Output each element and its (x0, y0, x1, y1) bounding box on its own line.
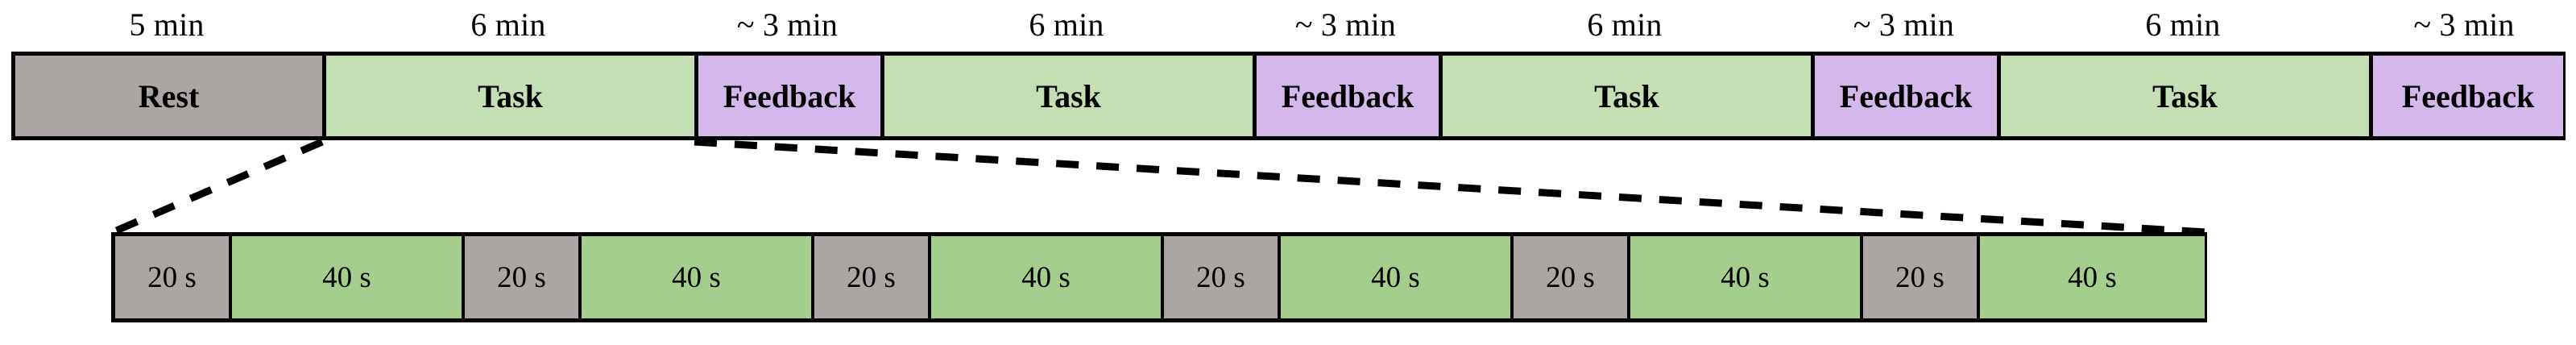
trial-block-rest: 20 s (115, 236, 232, 318)
trial-block-on: 40 s (1630, 236, 1863, 318)
phase-block-task: Task (326, 56, 698, 136)
trial-block-rest: 20 s (1514, 236, 1630, 318)
trial-block-rest: 20 s (814, 236, 931, 318)
phase-block-rest: Rest (15, 56, 326, 136)
trial-block-on: 40 s (1281, 236, 1514, 318)
duration-label: ~ 3 min (736, 6, 839, 43)
trial-block-rest: 20 s (465, 236, 582, 318)
duration-label: 5 min (129, 6, 205, 43)
trial-block-on: 40 s (232, 236, 465, 318)
duration-label-row: 5 min 6 min ~ 3 min 6 min ~ 3 min 6 min ~ 3 mi… (11, 2, 2566, 47)
phase-block-feedback: Feedback (1815, 56, 2001, 136)
connector-line-right (694, 138, 2206, 236)
trial-block-on: 40 s (931, 236, 1164, 318)
duration-label: 6 min (1587, 6, 1663, 43)
duration-label: ~ 3 min (2413, 6, 2515, 43)
duration-label: ~ 3 min (1294, 6, 1397, 43)
phase-block-task: Task (884, 56, 1257, 136)
phase-block-feedback: Feedback (698, 56, 884, 136)
phase-block-task: Task (2001, 56, 2373, 136)
trial-block-on: 40 s (1980, 236, 2205, 318)
duration-label: 6 min (1029, 6, 1104, 43)
phase-block-feedback: Feedback (1257, 56, 1443, 136)
trial-block-rest: 20 s (1164, 236, 1281, 318)
duration-label: ~ 3 min (1853, 6, 1955, 43)
phase-block-task: Task (1443, 56, 1815, 136)
trial-block-on: 40 s (582, 236, 814, 318)
duration-label: 6 min (470, 6, 546, 43)
connector-line-left (111, 138, 324, 236)
trial-block-rest: 20 s (1863, 236, 1980, 318)
duration-label: 6 min (2145, 6, 2221, 43)
phase-block-feedback: Feedback (2373, 56, 2563, 136)
